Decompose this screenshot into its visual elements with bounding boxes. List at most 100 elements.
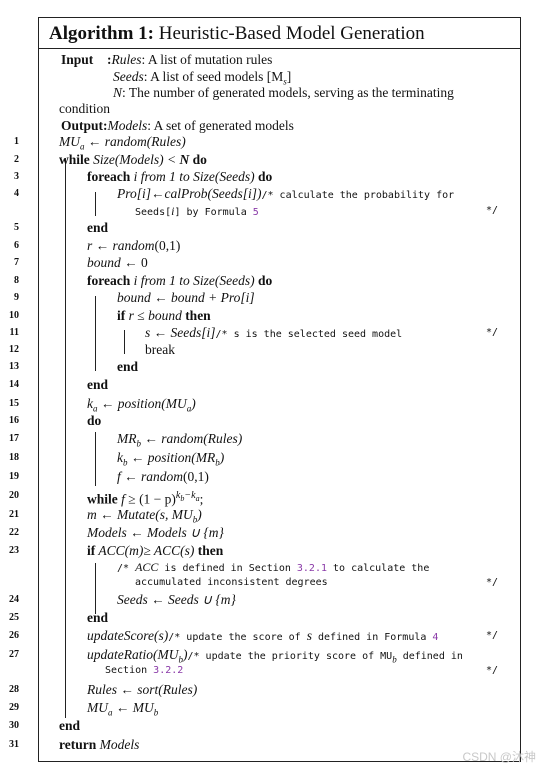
code-text: end — [117, 359, 139, 374]
line-number: 9 — [14, 292, 19, 303]
code-line-23-cont2: accumulated inconsistent degrees */ — [39, 574, 522, 592]
code-line-20: 20 while f ≥ (1 − p)kb−ka; — [9, 487, 522, 507]
code-line-29: 29 MUa ← MUb — [9, 699, 522, 718]
code-text: do — [87, 413, 102, 428]
comment-end: */ — [486, 205, 499, 216]
line-number: 25 — [9, 612, 19, 623]
do-block-bar — [95, 432, 96, 486]
code-text: f ← random(0,1) — [117, 469, 209, 484]
code-line-9: 9 bound ← bound + Pro[i] — [14, 289, 522, 307]
line-number: 26 — [9, 630, 19, 641]
code-line-7: 7 bound ← 0 — [14, 254, 522, 272]
code-text: MUa ← random(Rules) — [59, 134, 186, 152]
code-line-22: 22 Models ← Models ∪ {m} — [9, 524, 522, 542]
watermark: CSDN @沐神 — [462, 750, 536, 764]
line-number: 18 — [9, 452, 19, 463]
output-row: Output:Models: A set of generated models — [61, 118, 294, 133]
line-number: 16 — [9, 415, 19, 426]
line-number: 14 — [9, 379, 19, 390]
algorithm-box: Algorithm 1: Heuristic-Based Model Gener… — [9, 17, 522, 762]
code-text: MRb ← random(Rules) — [117, 431, 243, 449]
code-line-28: 28 Rules ← sort(Rules) — [9, 681, 522, 699]
code-text: end — [87, 610, 109, 625]
code-text: MUa ← MUb — [87, 700, 159, 718]
title-divider — [39, 48, 520, 49]
comment-text: Section 3.2.2 — [105, 665, 184, 676]
code-text: end — [87, 220, 109, 235]
code-text: bound ← 0 — [87, 255, 148, 270]
if2-block-bar — [95, 563, 96, 614]
line-number: 21 — [9, 509, 19, 520]
comment-text: Seeds[i] by Formula 5 — [135, 204, 259, 218]
line-number: 4 — [14, 188, 19, 199]
code-line-6: 6 r ← random(0,1) — [14, 237, 522, 255]
line-number: 28 — [9, 684, 19, 695]
code-text: s ← Seeds[i]/* s is the selected seed mo… — [145, 325, 403, 340]
code-text: end — [59, 718, 81, 733]
code-line-1: 1 MUa ← random(Rules) — [14, 133, 522, 152]
code-line-4-cont: Seeds[i] by Formula 5 */ — [39, 202, 522, 220]
code-text: Models ← Models ∪ {m} — [87, 525, 224, 540]
line-number: 17 — [9, 433, 19, 444]
code-line-26: 26 updateScore(s)/* update the score of … — [9, 627, 522, 645]
code-line-12: 12 break — [9, 341, 522, 359]
comment-end: */ — [486, 665, 499, 676]
code-line-18: 18 kb ← position(MRb) — [9, 449, 522, 468]
code-line-30: 30 end — [9, 717, 522, 735]
line-number: 15 — [9, 398, 19, 409]
line-number: 12 — [9, 344, 19, 355]
line-number: 31 — [9, 739, 19, 750]
code-text: updateRatio(MUb)/* update the priority s… — [87, 647, 463, 665]
code-line-24: 24 Seeds ← Seeds ∪ {m} — [9, 591, 522, 609]
comment-end: */ — [486, 630, 499, 641]
line-number: 30 — [9, 720, 19, 731]
code-line-14: 14 end — [9, 376, 522, 394]
code-line-25: 25 end — [9, 609, 522, 627]
code-line-17: 17 MRb ← random(Rules) — [9, 430, 522, 449]
code-line-27-cont: Section 3.2.2 */ — [39, 662, 522, 680]
input-label-row: Input — [61, 52, 93, 68]
code-line-23-cont1: /* ACC is defined in Section 3.2.1 to ca… — [39, 558, 522, 576]
code-line-21: 21 m ← Mutate(s, MUb) — [9, 506, 522, 525]
code-line-15: 15 ka ← position(MUa) — [9, 395, 522, 414]
code-line-23: 23 if ACC(m)≥ ACC(s) then — [9, 542, 522, 560]
code-line-3: 3 foreach i from 1 to Size(Seeds) do — [14, 168, 522, 186]
comment-end: */ — [486, 327, 499, 338]
input-rules-row: :Rules: A list of mutation rules — [107, 52, 273, 67]
algorithm-title: Algorithm 1: Heuristic-Based Model Gener… — [49, 23, 425, 45]
line-number: 6 — [14, 240, 19, 251]
code-text: Pro[i]←calProb(Seeds[i])/* calculate the… — [117, 186, 455, 201]
while-block-bar — [65, 158, 66, 718]
foreach2-block-bar — [95, 296, 96, 371]
line-number: 20 — [9, 490, 19, 501]
code-text: foreach i from 1 to Size(Seeds) do — [87, 169, 273, 184]
code-line-4: 4 Pro[i]←calProb(Seeds[i])/* calculate t… — [14, 185, 522, 203]
input-n-row: N: The number of generated models, servi… — [113, 85, 454, 100]
code-text: ka ← position(MUa) — [87, 396, 196, 414]
code-line-8: 8 foreach i from 1 to Size(Seeds) do — [14, 272, 522, 290]
comment-end: */ — [486, 577, 499, 588]
code-text: while f ≥ (1 − p)kb−ka; — [87, 490, 204, 507]
input-seeds-row: Seeds: A list of seed models [Ms] — [113, 69, 292, 87]
line-number: 19 — [9, 471, 19, 482]
code-text: end — [87, 377, 109, 392]
line-number: 8 — [14, 275, 19, 286]
line-number: 27 — [9, 649, 19, 660]
line-number: 23 — [9, 545, 19, 556]
code-text: updateScore(s)/* update the score of s d… — [87, 628, 439, 643]
code-line-2: 2 while Size(Models) < N do — [14, 151, 522, 169]
foreach1-block-bar — [95, 192, 96, 216]
code-text: Seeds ← Seeds ∪ {m} — [117, 592, 236, 607]
input-wrap-row: condition — [59, 101, 110, 116]
code-line-10: 10 if r ≤ bound then — [9, 307, 522, 325]
code-text: Rules ← sort(Rules) — [87, 682, 198, 697]
line-number: 22 — [9, 527, 19, 538]
algorithm-title-prefix: Algorithm 1: — [49, 23, 155, 44]
code-line-5: 5 end — [14, 219, 522, 237]
code-line-31: 31 return Models — [9, 736, 522, 754]
code-text: if ACC(m)≥ ACC(s) then — [87, 543, 224, 558]
code-text: kb ← position(MRb) — [117, 450, 225, 468]
code-line-27: 27 updateRatio(MUb)/* update the priorit… — [9, 646, 522, 665]
line-number: 3 — [14, 171, 19, 182]
algorithm-title-text: Heuristic-Based Model Generation — [158, 23, 425, 44]
